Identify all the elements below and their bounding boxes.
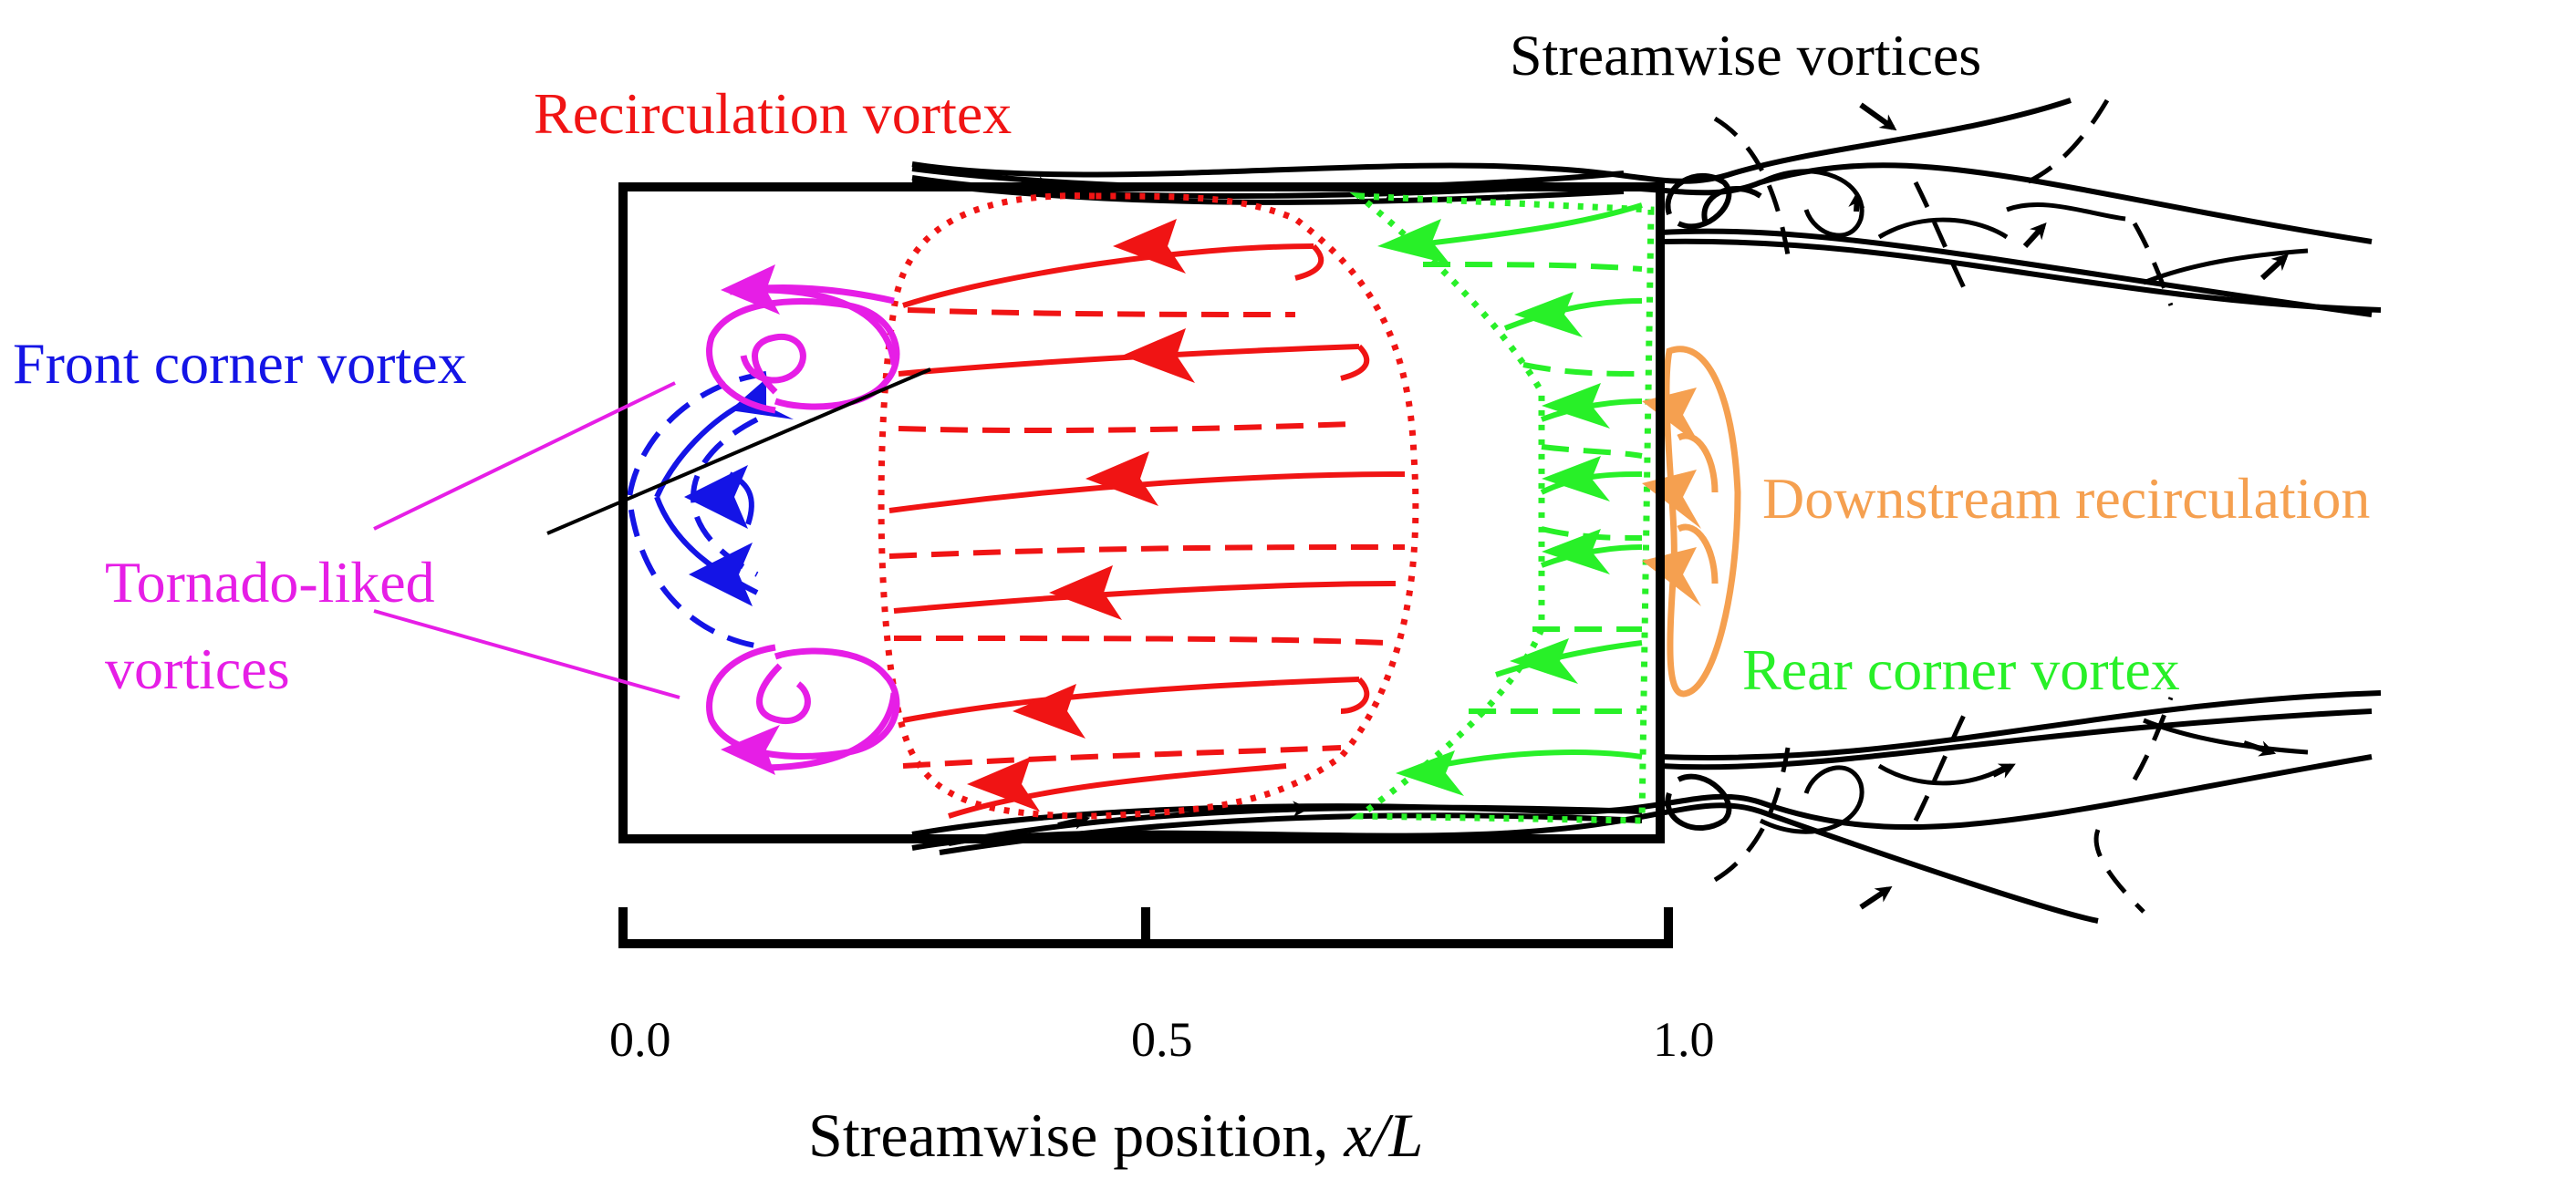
lower-streamwise-vortices	[911, 690, 2382, 924]
label-rear-corner-vortex: Rear corner vortex	[1742, 637, 2180, 702]
x-axis-title: Streamwise position, x/L	[808, 1101, 1423, 1170]
label-recirculation-vortex: Recirculation vortex	[534, 81, 1012, 146]
label-front-corner-vortex: Front corner vortex	[13, 331, 467, 396]
x-tick-label: 1.0	[1653, 1012, 1715, 1067]
x-axis-title-var: x/L	[1343, 1101, 1423, 1170]
body-outline	[618, 182, 1665, 843]
rear-corner-vortex	[1349, 192, 1655, 824]
label-downstream-recirculation: Downstream recirculation	[1762, 466, 2370, 531]
upper-streamwise-vortices	[911, 98, 2382, 317]
x-axis-bracket	[618, 907, 1673, 948]
tornado-leader-lines	[373, 381, 680, 699]
x-axis-title-prefix: Streamwise position,	[808, 1101, 1344, 1170]
label-streamwise-vortices: Streamwise vortices	[1510, 23, 1981, 88]
label-tornado-line1: Tornado-liked	[105, 550, 435, 615]
pointer-line	[546, 367, 931, 535]
tornado-liked-vortices	[706, 264, 900, 775]
recirculation-vortex	[878, 192, 1419, 820]
x-tick-label: 0.5	[1131, 1012, 1193, 1067]
label-tornado-line2: vortices	[105, 636, 290, 701]
x-tick-label: 0.0	[609, 1012, 671, 1067]
front-corner-vortex	[626, 371, 794, 650]
